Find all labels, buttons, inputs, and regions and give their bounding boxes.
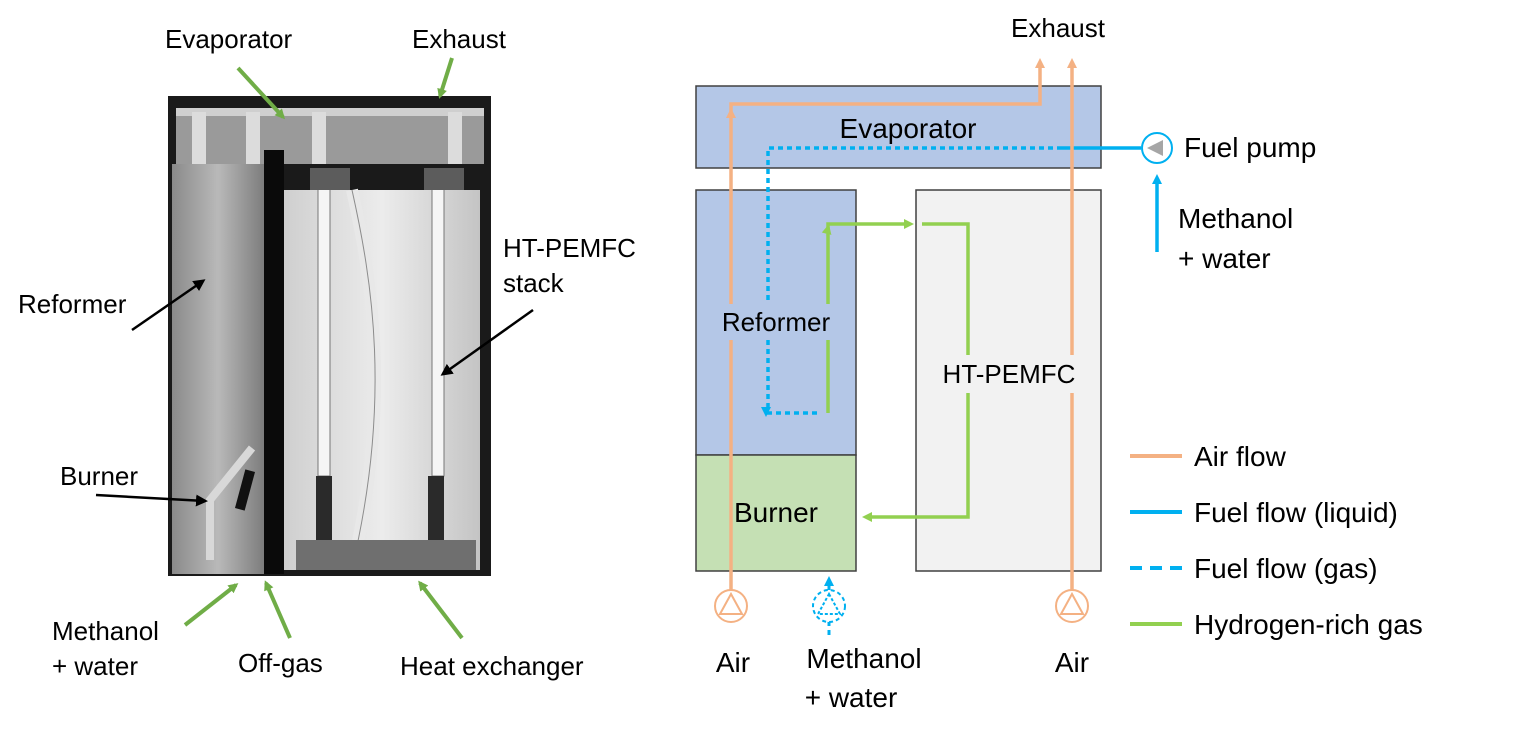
photo-label-stack: stack xyxy=(503,268,565,298)
photo-label-heat-exchanger: Heat exchanger xyxy=(400,651,584,681)
photo-label-water: + water xyxy=(52,651,138,681)
schematic-label-water-bottom: + water xyxy=(805,682,898,713)
legend-label: Air flow xyxy=(1194,441,1287,472)
photo-label-off-gas: Off-gas xyxy=(238,648,323,678)
photo-labels: Evaporator Exhaust Reformer HT-PEMFC sta… xyxy=(18,24,636,681)
schematic-label-ht-pemfc: HT-PEMFC xyxy=(943,359,1076,389)
photo-label-methanol: Methanol xyxy=(52,616,159,646)
photo-label-reformer: Reformer xyxy=(18,289,127,319)
schematic-label-burner: Burner xyxy=(734,497,818,528)
photo-label-burner: Burner xyxy=(60,461,138,491)
schematic-label-reformer: Reformer xyxy=(722,307,831,337)
hydrogen-line xyxy=(826,219,914,413)
schematic-label-methanol-bottom: Methanol xyxy=(806,643,921,674)
schematic-label-exhaust: Exhaust xyxy=(1011,13,1106,43)
schematic-label-evaporator: Evaporator xyxy=(840,113,977,144)
photo-label-ht-pemfc: HT-PEMFC xyxy=(503,233,636,263)
air-line-left xyxy=(729,58,1045,620)
fuel-gas-line xyxy=(766,146,1062,415)
block-evaporator xyxy=(695,85,1102,169)
schematic-label-air-right: Air xyxy=(1055,647,1089,678)
photo-label-exhaust: Exhaust xyxy=(412,24,507,54)
schematic-label-air-left: Air xyxy=(716,647,750,678)
photo-callout-arrows xyxy=(95,57,534,640)
photo-label-evaporator: Evaporator xyxy=(165,24,293,54)
schematic-label-water-in: + water xyxy=(1178,243,1271,274)
legend-label: Fuel flow (liquid) xyxy=(1194,497,1398,528)
prototype-photo xyxy=(168,96,491,576)
schematic: Evaporator Reformer Burner HT-PEMFC Exha… xyxy=(695,13,1316,713)
schematic-label-fuel-pump: Fuel pump xyxy=(1184,132,1316,163)
legend-label: Fuel flow (gas) xyxy=(1194,553,1378,584)
block-burner xyxy=(695,454,857,572)
legend-label: Hydrogen-rich gas xyxy=(1194,609,1423,640)
schematic-label-methanol-in: Methanol xyxy=(1178,203,1293,234)
